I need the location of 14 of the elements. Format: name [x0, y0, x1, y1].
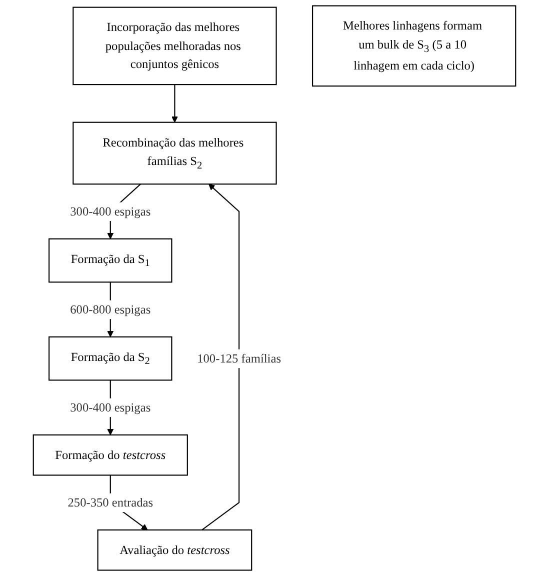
edge-label: 600-800 espigas — [70, 302, 151, 316]
arrow — [202, 184, 240, 530]
edge-label: 300-400 espigas — [70, 204, 151, 218]
node-box: Incorporação das melhores populações melhoradas nos conjuntos gênicos — [72, 6, 277, 86]
node-box: Formação da S$_{2}$ — [48, 336, 172, 381]
node-box: Avaliação do testcross — [97, 529, 252, 571]
node-box: Recombinação das melhores famílias S$_{2}$ — [72, 122, 277, 185]
edge-label: 250-350 entradas — [68, 495, 154, 510]
edge-label: 100-125 famílias — [197, 351, 281, 366]
arrow — [172, 84, 178, 123]
node-box: Formação do testcross — [32, 434, 188, 476]
node-box: Melhores linhagens formam um bulk de S$_{3}$ (5 a 10 linhagem em cada ciclo) — [312, 5, 516, 87]
node-box: Formação da S$_{1}$ — [48, 238, 172, 283]
edge-label: 300-400 espigas — [70, 400, 151, 414]
